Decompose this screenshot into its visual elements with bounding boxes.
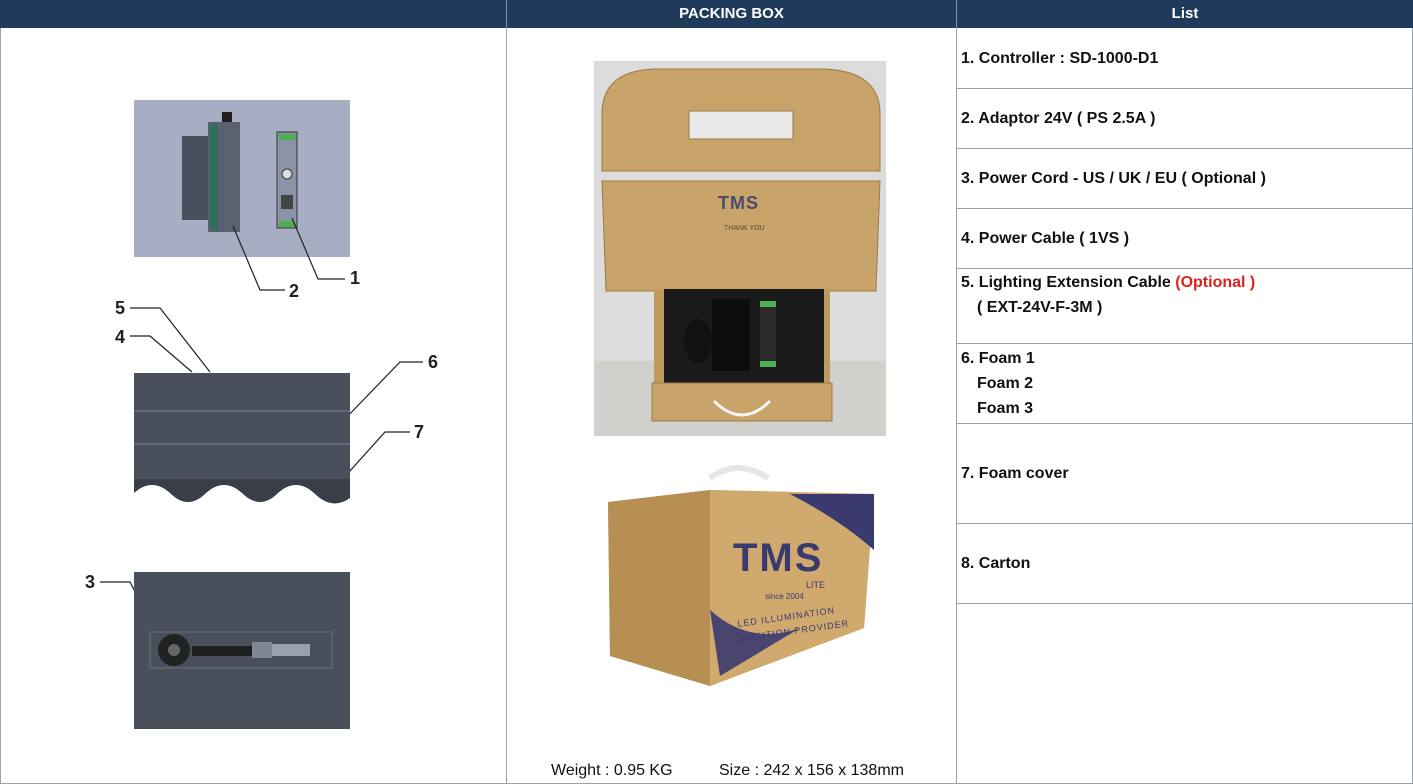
- callout-5: 5: [115, 298, 126, 318]
- header-list: List: [957, 0, 1413, 28]
- list-item-extension-cable: 5. Lighting Extension Cable (Optional ) …: [957, 269, 1413, 344]
- list-item-controller: 1. Controller : SD-1000-D1: [957, 40, 1413, 89]
- list-item-text: 5. Lighting Extension Cable (Optional ): [961, 270, 1409, 295]
- list-item-text: 4. Power Cable ( 1VS ): [961, 230, 1130, 247]
- cad-foam-stack: [134, 373, 350, 504]
- header-packing-box: PACKING BOX: [507, 0, 957, 28]
- closed-box-since: since 2004: [765, 592, 804, 601]
- callout-2: 2: [289, 281, 300, 301]
- closed-box-brand: TMS: [733, 536, 824, 580]
- list-item-power-cable: 4. Power Cable ( 1VS ): [957, 209, 1413, 269]
- callout-3: 3: [85, 572, 96, 592]
- list-item-power-cord: 3. Power Cord - US / UK / EU ( Optional …: [957, 149, 1413, 209]
- callout-7: 7: [414, 422, 425, 442]
- callout-4: 4: [115, 327, 126, 347]
- list-item-text: 7. Foam cover: [961, 465, 1069, 482]
- list-item-foam-cover: 7. Foam cover: [957, 424, 1413, 524]
- list-item-text: 8. Carton: [961, 555, 1031, 572]
- list-item-label: 5. Lighting Extension Cable: [961, 274, 1176, 291]
- list-item-subtext: Foam 3: [977, 400, 1034, 417]
- list-item-subtext: Foam 2: [977, 375, 1034, 392]
- callout-lines-top: [100, 217, 423, 656]
- header-left: [0, 0, 507, 28]
- list-item-adaptor: 2. Adaptor 24V ( PS 2.5A ): [957, 89, 1413, 149]
- closed-box-photo: [608, 465, 874, 686]
- list-item-carton: 8. Carton: [957, 524, 1413, 604]
- closed-box-sub: LITE: [806, 580, 826, 590]
- size-caption: Size : 242 x 156 x 138mm: [719, 762, 904, 779]
- list-item-subtext: ( EXT-24V-F-3M ): [977, 299, 1103, 316]
- cad-top-view: [134, 100, 350, 257]
- callout-1: 1: [350, 268, 361, 288]
- column-divider: [956, 28, 957, 784]
- list-item-text: 2. Adaptor 24V ( PS 2.5A ): [961, 110, 1156, 127]
- cad-bottom-view: [134, 572, 350, 729]
- list-item-text: 6. Foam 1: [961, 350, 1035, 367]
- list-item-text: 3. Power Cord - US / UK / EU ( Optional …: [961, 170, 1266, 187]
- column-divider: [506, 28, 507, 784]
- list-item-foam: 6. Foam 1 Foam 2 Foam 3: [957, 344, 1413, 424]
- weight-caption: Weight : 0.95 KG: [551, 762, 673, 779]
- open-box-brand: TMS: [718, 193, 759, 213]
- list-item-text: 1. Controller : SD-1000-D1: [961, 50, 1159, 67]
- callout-6: 6: [428, 352, 439, 372]
- optional-label: (Optional ): [1175, 274, 1256, 291]
- open-box-photo: [594, 61, 886, 436]
- open-box-thank-you: THANK YOU: [724, 225, 765, 232]
- column-divider: [0, 28, 1, 784]
